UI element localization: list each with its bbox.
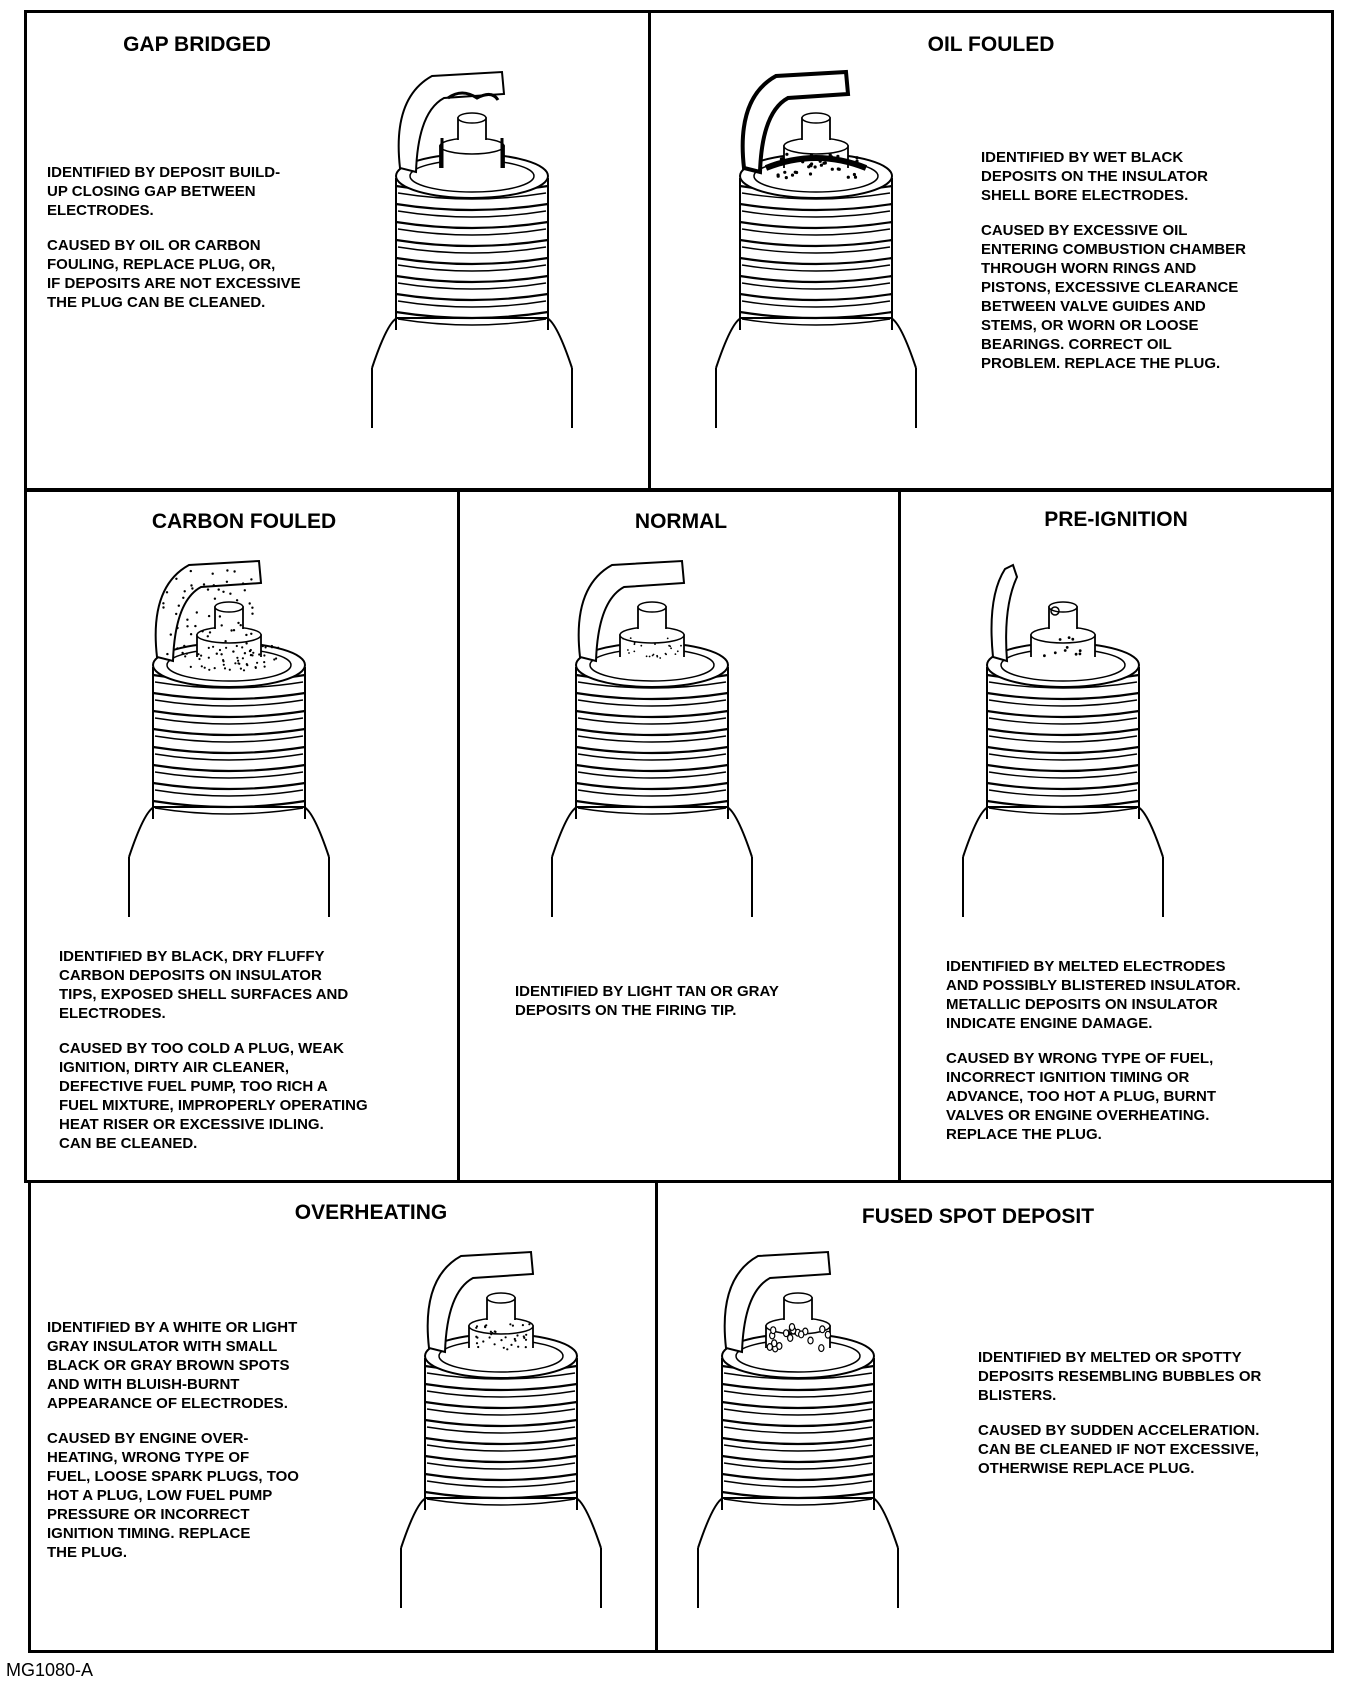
caused-text: CAUSED BY ENGINE OVER- HEATING, WRONG TY… [47,1430,299,1561]
identified-text: IDENTIFIED BY A WHITE OR LIGHT GRAY INSU… [47,1319,298,1412]
panel-gap-bridged: GAP BRIDGED IDENTIFIED BY DEPOSIT BUILD-… [24,10,655,491]
spark-plug-gap-bridged-icon [352,68,592,428]
panel-overheating: OVERHEATING IDENTIFIED BY A WHITE OR LIG… [28,1180,662,1653]
spark-plug-overheating-icon [381,1248,621,1608]
panel-title: PRE-IGNITION [1044,508,1188,531]
panel-description: IDENTIFIED BY LIGHT TAN OR GRAY DEPOSITS… [515,982,895,1036]
panel-title: OIL FOULED [927,33,1055,56]
panel-title: FUSED SPOT DEPOSIT [861,1205,1095,1228]
identified-text: IDENTIFIED BY WET BLACK DEPOSITS ON THE … [981,149,1208,204]
panel-description: IDENTIFIED BY MELTED OR SPOTTY DEPOSITS … [978,1348,1323,1494]
panel-normal: NORMAL IDENTIFIED BY LIGHT TAN OR GRAY D… [457,489,905,1183]
spark-plug-pre-ignition-icon [943,557,1183,917]
panel-title: OVERHEATING [294,1201,448,1224]
spark-plug-fused-spot-icon [678,1248,918,1608]
panel-carbon-fouled: CARBON FOULED IDENTIFIED BY BLACK, DRY F… [24,489,464,1183]
identified-text: IDENTIFIED BY DEPOSIT BUILD- UP CLOSING … [47,164,281,219]
panel-description: IDENTIFIED BY MELTED ELECTRODES AND POSS… [946,957,1326,1160]
identified-text: IDENTIFIED BY LIGHT TAN OR GRAY DEPOSITS… [515,983,779,1019]
caused-text: CAUSED BY OIL OR CARBON FOULING, REPLACE… [47,237,301,311]
caused-text: CAUSED BY WRONG TYPE OF FUEL, INCORRECT … [946,1050,1216,1143]
identified-text: IDENTIFIED BY MELTED OR SPOTTY DEPOSITS … [978,1349,1262,1404]
caused-text: CAUSED BY TOO COLD A PLUG, WEAK IGNITION… [59,1040,368,1152]
spark-plug-carbon-fouled-icon [109,557,349,917]
spark-plug-oil-fouled-icon [696,68,936,428]
caused-text: CAUSED BY SUDDEN ACCELERATION. CAN BE CL… [978,1422,1260,1477]
panel-pre-ignition: PRE-IGNITION IDENTIFIED BY MELTED ELECTR… [898,489,1334,1183]
figure-reference: MG1080-A [6,1660,94,1680]
panel-description: IDENTIFIED BY DEPOSIT BUILD- UP CLOSING … [47,163,357,328]
caused-text: CAUSED BY EXCESSIVE OIL ENTERING COMBUST… [981,222,1246,372]
panel-description: IDENTIFIED BY A WHITE OR LIGHT GRAY INSU… [47,1318,367,1578]
panel-title: NORMAL [634,510,728,533]
panel-title: CARBON FOULED [151,510,337,533]
panel-description: IDENTIFIED BY WET BLACK DEPOSITS ON THE … [981,148,1311,389]
identified-text: IDENTIFIED BY MELTED ELECTRODES AND POSS… [946,958,1241,1032]
panel-fused-spot-deposit: FUSED SPOT DEPOSIT IDENTIFIED BY MELTED … [655,1180,1334,1653]
panel-description: IDENTIFIED BY BLACK, DRY FLUFFY CARBON D… [59,947,459,1169]
identified-text: IDENTIFIED BY BLACK, DRY FLUFFY CARBON D… [59,948,349,1022]
panel-oil-fouled: OIL FOULED IDENTIFIED BY WET BLACK DEPOS… [648,10,1334,491]
spark-plug-normal-icon [532,557,772,917]
panel-title: GAP BRIDGED [123,33,271,56]
